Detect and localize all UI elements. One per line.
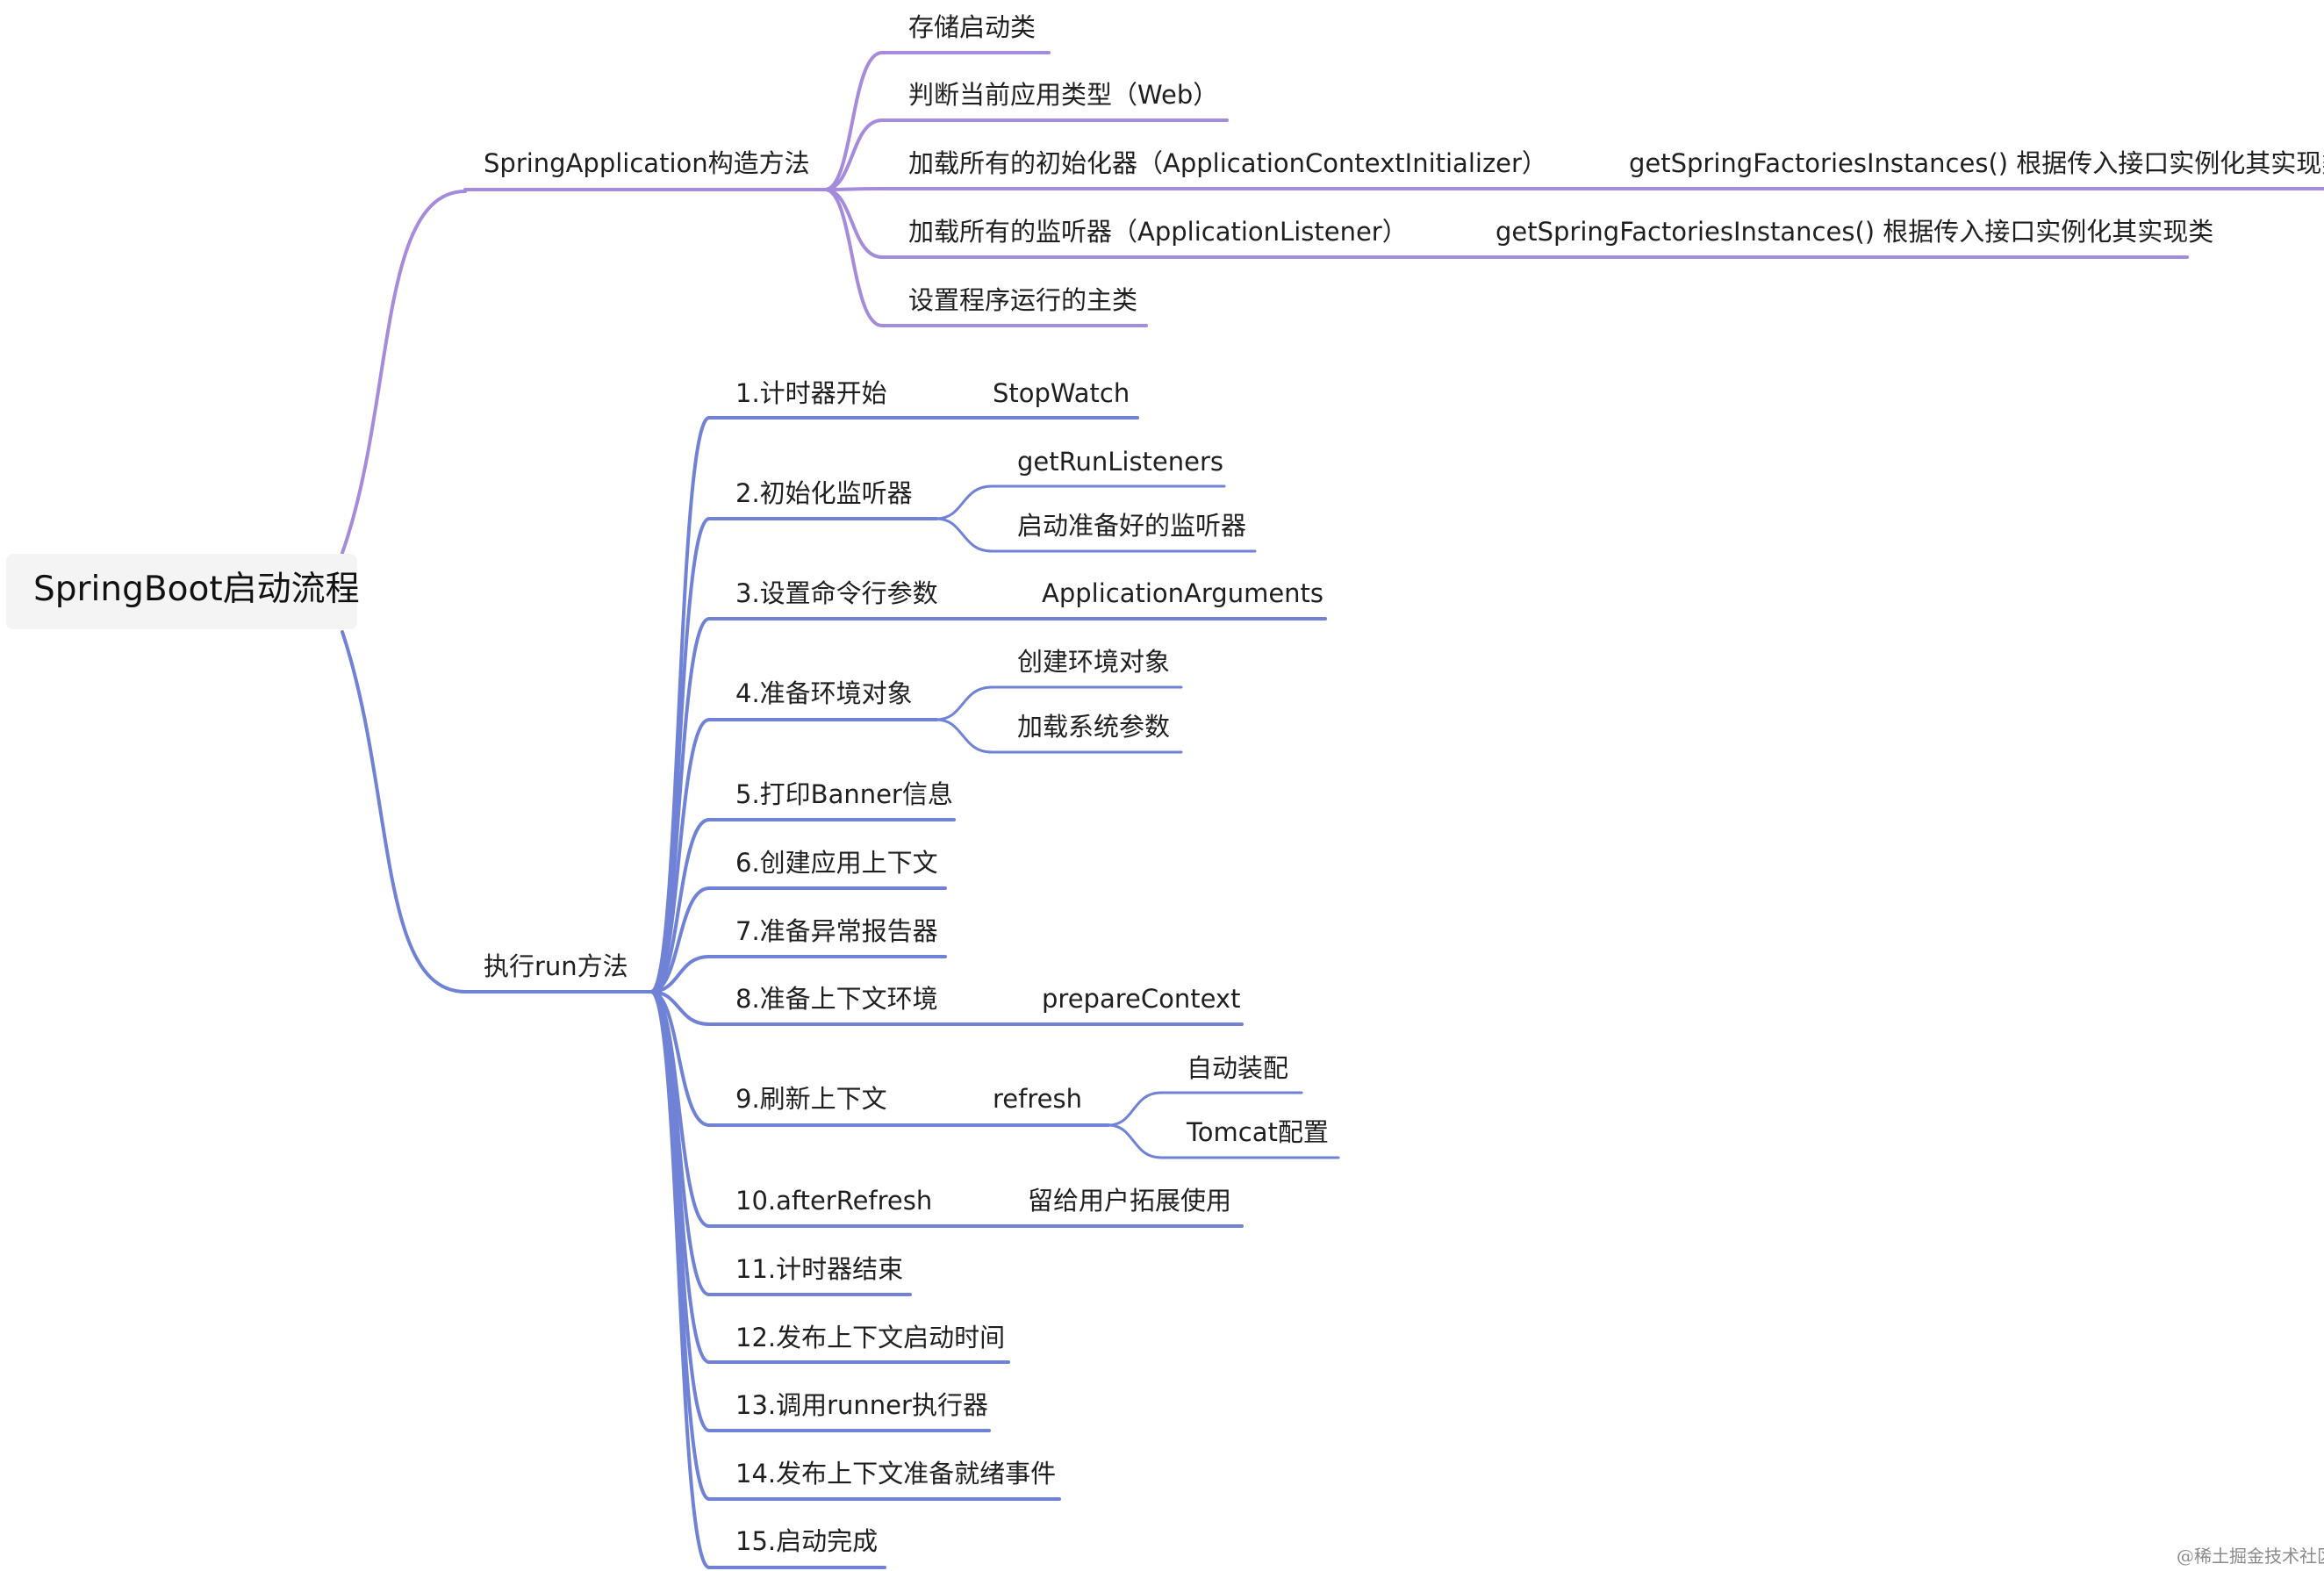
root-node-label: SpringBoot启动流程 <box>33 570 360 609</box>
run-link-15 <box>649 990 711 1569</box>
run-link-4 <box>649 718 711 994</box>
watermark: @稀土掘金技术社区 <box>2177 1546 2324 1567</box>
run-link-6 <box>649 886 711 994</box>
node-load-initializers[interactable]: 加载所有的初始化器（ApplicationContextInitializer） <box>908 148 1547 178</box>
step-10-user-extension[interactable]: 留给用户拓展使用 <box>1028 1186 1232 1216</box>
node-set-main-class[interactable]: 设置程序运行的主类 <box>908 285 1138 315</box>
step-10[interactable]: 10.afterRefresh <box>735 1186 933 1216</box>
step-1-stopwatch[interactable]: StopWatch <box>993 378 1130 408</box>
step-9-auto-configuration[interactable]: 自动装配 <box>1187 1053 1289 1083</box>
step-2-start-listeners[interactable]: 启动准备好的监听器 <box>1017 511 1247 541</box>
branch-constructor[interactable]: SpringApplication构造方法 <box>484 148 810 178</box>
step-13[interactable]: 13.调用runner执行器 <box>735 1390 988 1420</box>
step-2-link-1 <box>935 484 993 520</box>
step-11[interactable]: 11.计时器结束 <box>735 1254 904 1284</box>
run-link-7 <box>649 955 711 994</box>
step-8[interactable]: 8.准备上下文环境 <box>735 984 938 1014</box>
root-node[interactable] <box>6 554 357 629</box>
constructor-link-2 <box>823 118 884 191</box>
root-connector-constructor <box>341 190 467 555</box>
constructor-link-1 <box>823 51 884 191</box>
step-4-link-1 <box>935 685 993 721</box>
step-4-load-system-params[interactable]: 加载系统参数 <box>1017 712 1171 742</box>
step-15[interactable]: 15.启动完成 <box>735 1526 879 1556</box>
run-link-5 <box>649 818 711 994</box>
constructor-link-5 <box>823 188 884 327</box>
step-9-link-2 <box>1107 1123 1163 1159</box>
step-9[interactable]: 9.刷新上下文 <box>735 1084 887 1114</box>
node-initializers-note[interactable]: getSpringFactoriesInstances() 根据传入接口实例化其… <box>1629 148 2324 178</box>
step-2[interactable]: 2.初始化监听器 <box>735 478 913 508</box>
node-detect-app-type[interactable]: 判断当前应用类型（Web） <box>908 80 1219 110</box>
step-2-get-run-listeners[interactable]: getRunListeners <box>1017 447 1224 477</box>
step-3[interactable]: 3.设置命令行参数 <box>735 578 938 608</box>
step-5[interactable]: 5.打印Banner信息 <box>735 779 953 809</box>
step-4-link-2 <box>935 718 993 754</box>
step-4[interactable]: 4.准备环境对象 <box>735 678 913 708</box>
step-9-tomcat-config[interactable]: Tomcat配置 <box>1187 1117 1329 1147</box>
node-load-listeners[interactable]: 加载所有的监听器（ApplicationListener） <box>908 217 1408 247</box>
run-link-8 <box>649 990 711 1026</box>
step-3-application-arguments[interactable]: ApplicationArguments <box>1042 578 1324 608</box>
root-connector-run <box>341 630 467 994</box>
step-2-link-2 <box>935 517 993 553</box>
step-4-create-environment[interactable]: 创建环境对象 <box>1017 647 1171 677</box>
branch-run-method[interactable]: 执行run方法 <box>484 951 628 981</box>
step-14[interactable]: 14.发布上下文准备就绪事件 <box>735 1459 1057 1489</box>
step-9-refresh[interactable]: refresh <box>993 1084 1082 1114</box>
node-listeners-note[interactable]: getSpringFactoriesInstances() 根据传入接口实例化其… <box>1496 217 2214 247</box>
step-8-prepare-context[interactable]: prepareContext <box>1042 984 1241 1014</box>
node-store-main-class[interactable]: 存储启动类 <box>908 12 1036 42</box>
step-7[interactable]: 7.准备异常报告器 <box>735 916 938 946</box>
step-6[interactable]: 6.创建应用上下文 <box>735 848 938 878</box>
step-12[interactable]: 12.发布上下文启动时间 <box>735 1323 1006 1352</box>
step-1[interactable]: 1.计时器开始 <box>735 378 887 408</box>
step-9-link-1 <box>1107 1091 1163 1127</box>
run-link-9 <box>649 990 711 1127</box>
